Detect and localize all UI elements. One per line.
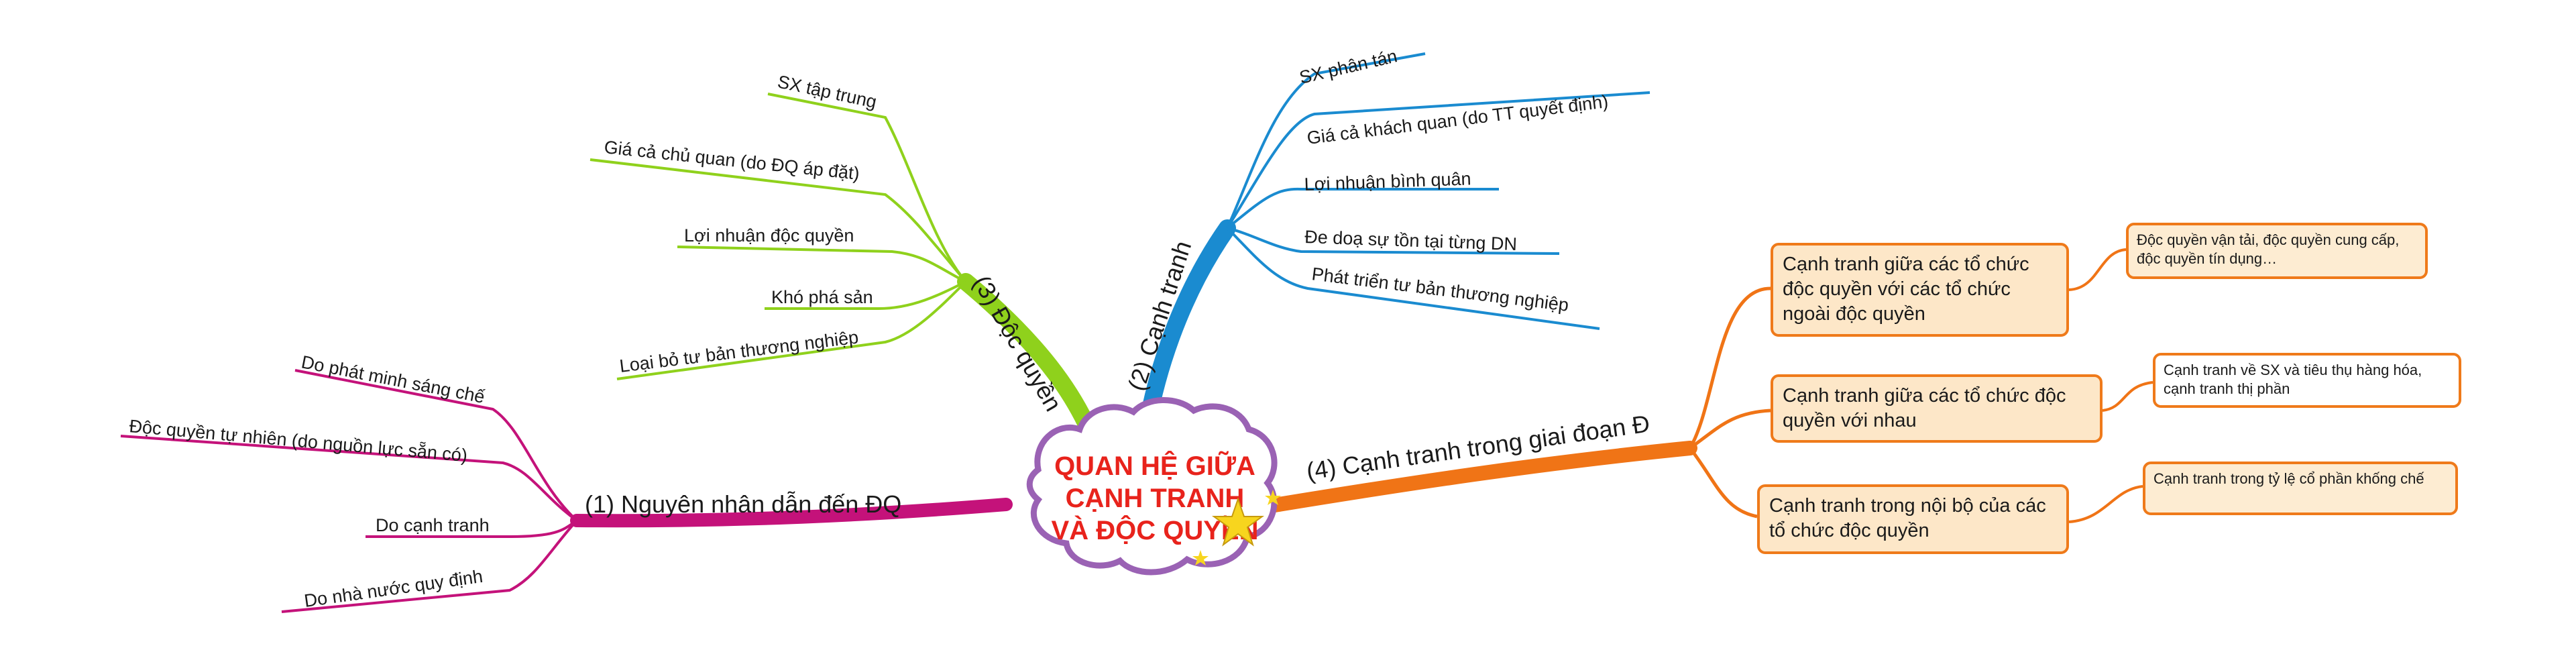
detail-controlling-share-text: Cạnh tranh trong tỷ lệ cổ phần khống chế	[2153, 470, 2424, 487]
center-title-line-1: QUAN HỆ GIỮA	[1054, 450, 1255, 481]
competition-among-monopolies-text: Cạnh tranh giữa các tổ chức độc quyền vớ…	[1783, 385, 2066, 432]
center-title-line-2: CẠNH TRANH	[1066, 484, 1245, 513]
leaf-invention: Do phát minh sáng chế	[300, 351, 486, 407]
branch-competition: (2) Cạnh tranh SX phân tán Giá cả khách …	[1123, 46, 1650, 457]
star-icon	[1192, 490, 1281, 565]
detail-transport-supply-credit-box[interactable]: Độc quyền vận tải, độc quyền cung cấp, đ…	[2126, 223, 2428, 279]
detail-production-market-share-box[interactable]: Cạnh tranh về SX và tiêu thụ hàng hóa, c…	[2153, 353, 2461, 408]
leaf-threat-to-firms: Đe doạ sự tồn tại từng DN	[1304, 227, 1518, 254]
leaf-dispersed-production: SX phân tán	[1298, 46, 1400, 88]
branch-monopoly: (3) Độc quyền SX tập trung Giá cả chủ qu…	[590, 72, 1105, 457]
leaf-hard-to-bankrupt: Khó phá sản	[771, 287, 873, 307]
competition-among-monopolies-box[interactable]: Cạnh tranh giữa các tổ chức độc quyền vớ…	[1771, 374, 2103, 443]
competition-within-monopolies-text: Cạnh tranh trong nội bộ của các tổ chức …	[1769, 495, 2046, 542]
leaf-natural-monopoly: Độc quyền tự nhiên (do nguồn lực sẵn có)	[128, 415, 468, 466]
leaf-state-regulation: Do nhà nước quy định	[303, 566, 484, 611]
competition-monopoly-vs-outsiders-text: Cạnh tranh giữa các tổ chức độc quyền vớ…	[1783, 254, 2029, 325]
branch-causes: (1) Nguyên nhân dẫn đến ĐQ Do phát minh …	[120, 351, 1013, 613]
competition-monopoly-vs-outsiders-box[interactable]: Cạnh tranh giữa các tổ chức độc quyền vớ…	[1771, 243, 2069, 337]
competition-within-monopolies-box[interactable]: Cạnh tranh trong nội bộ của các tổ chức …	[1757, 484, 2069, 554]
detail-controlling-share-box[interactable]: Cạnh tranh trong tỷ lệ cổ phần khống chế	[2143, 462, 2458, 515]
leaf-average-profit: Lợi nhuận bình quân	[1304, 168, 1471, 195]
leaf-objective-price: Giá cả khách quan (do TT quyết định)	[1306, 91, 1610, 148]
detail-production-market-share-text: Cạnh tranh về SX và tiêu thụ hàng hóa, c…	[2164, 362, 2422, 398]
leaf-monopoly-profit: Lợi nhuận độc quyền	[684, 225, 854, 246]
detail-transport-supply-credit-text: Độc quyền vận tải, độc quyền cung cấp, đ…	[2137, 231, 2400, 268]
leaf-competition-cause: Do cạnh tranh	[376, 515, 490, 535]
branch-monopoly-label: (3) Độc quyền	[968, 271, 1068, 416]
branch-causes-label: (1) Nguyên nhân dẫn đến ĐQ	[585, 490, 901, 518]
center-node[interactable]: QUAN HỆ GIỮA CẠNH TRANH VÀ ĐỘC QUYỀN	[1026, 397, 1281, 576]
